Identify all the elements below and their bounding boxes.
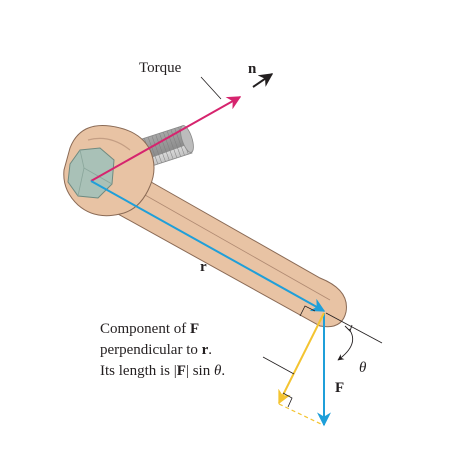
torque-label: Torque: [139, 60, 182, 76]
projection-dashed-line: [278, 403, 324, 426]
angle-arc-start-head: [344, 324, 353, 332]
torque-leader-line: [200, 76, 222, 100]
component-caption-line-3-symbol: F: [177, 363, 186, 379]
perpendicular-component-vector: [278, 312, 325, 405]
component-caption-line-2: perpendicular to r.: [100, 342, 212, 358]
component-caption-line-3-suffix: .: [221, 363, 225, 379]
component-caption-line-3: Its length is |F| sin θ.: [100, 363, 225, 379]
position-vector-label: r: [200, 259, 207, 275]
torque-vector: [90, 96, 242, 182]
component-caption-line-3-mid: | sin: [186, 363, 214, 379]
right-angle-marker-top: [299, 305, 316, 317]
angle-arc: [337, 328, 354, 361]
component-caption-line-2-symbol: r: [202, 342, 209, 358]
bolt-head: [67, 147, 115, 199]
caption-leader-line: [262, 356, 295, 375]
normal-unit-vector: [252, 73, 274, 88]
angle-label: θ: [359, 360, 367, 376]
r-extension-line: [325, 312, 383, 344]
component-caption-line-1-prefix: Component of: [100, 321, 190, 337]
component-caption-line-3-prefix: Its length is |: [100, 363, 177, 379]
right-angle-marker-bottom: [282, 392, 293, 408]
position-vector: [90, 180, 326, 312]
component-caption-line-3-angle: θ: [214, 363, 222, 379]
normal-vector-label: n: [248, 61, 257, 77]
component-caption-line-2-prefix: perpendicular to: [100, 342, 202, 358]
component-caption-line-2-suffix: .: [208, 342, 212, 358]
component-caption-line-1: Component of F: [100, 321, 199, 337]
force-label: F: [335, 380, 344, 396]
component-caption-line-1-symbol: F: [190, 321, 199, 337]
